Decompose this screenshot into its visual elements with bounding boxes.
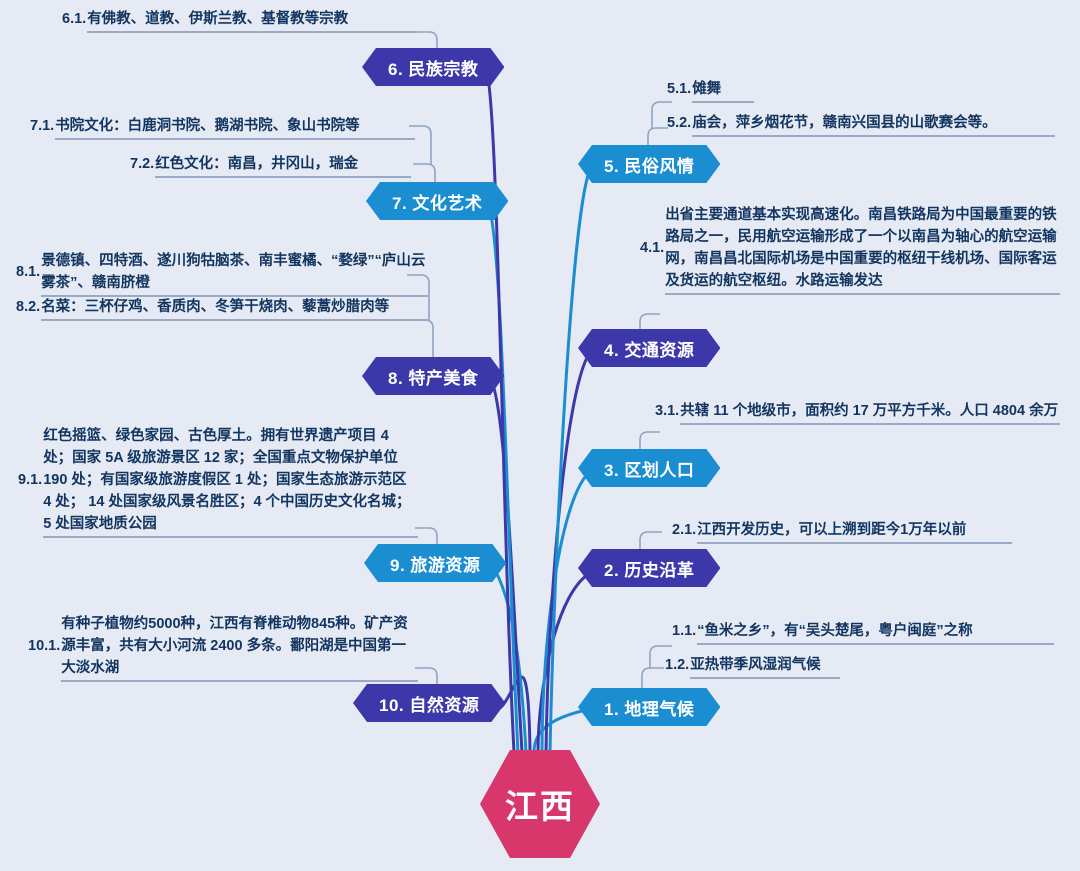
leaf-3-1: 3.1. 共辖 11 个地级市，面积约 17 万平方千米。人口 4804 余万 bbox=[655, 400, 1060, 425]
leaf-text: 出省主要通道基本实现高速化。南昌铁路局为中国最重要的铁路局之一，民用航空运输形成… bbox=[665, 207, 1057, 289]
leaf-text: 景德镇、四特酒、遂川狗牯脑茶、南丰蜜橘、“婺绿”“庐山云雾茶”、赣南脐橙 bbox=[41, 253, 426, 291]
leaf-7-1: 7.1. 书院文化：白鹿洞书院、鹅湖书院、象山书院等 bbox=[30, 115, 415, 140]
leaf-number: 7.1. bbox=[30, 118, 55, 134]
node-7-wenhua-yishu[interactable]: 7. 文化艺术 bbox=[366, 182, 508, 220]
node-4-jiaotong-ziyuan[interactable]: 4. 交通资源 bbox=[578, 329, 720, 367]
leaf-text: 亚热带季风湿润气候 bbox=[690, 657, 821, 673]
leaf-5-1: 5.1. 傩舞 bbox=[667, 78, 787, 103]
leaf-underline bbox=[692, 135, 1055, 137]
leaf-underline bbox=[680, 423, 1060, 425]
leaf-text: 庙会，萍乡烟花节，赣南兴国县的山歌赛会等。 bbox=[692, 115, 997, 131]
leaf-number: 5.2. bbox=[667, 115, 692, 131]
leaf-number: 10.1. bbox=[28, 638, 61, 654]
node-9-lvyou-ziyuan[interactable]: 9. 旅游资源 bbox=[364, 544, 506, 582]
leaf-text: 江西开发历史，可以上溯到距今1万年以前 bbox=[697, 522, 967, 538]
leaf-text: 有种子植物约5000种，江西有脊椎动物845种。矿产资源丰富，共有大小河流 24… bbox=[61, 616, 408, 676]
node-6-minzu-zongjiao[interactable]: 6. 民族宗教 bbox=[362, 48, 504, 86]
leaf-4-1: 4.1. 出省主要通道基本实现高速化。南昌铁路局为中国最重要的铁路局之一，民用航… bbox=[640, 204, 1060, 295]
leaf-underline bbox=[155, 176, 411, 178]
leaf-number: 2.1. bbox=[672, 522, 697, 538]
leaf-number: 8.1. bbox=[16, 264, 41, 280]
leaf-1-2: 1.2. 亚热带季风湿润气候 bbox=[665, 654, 865, 679]
leaf-underline bbox=[43, 536, 418, 538]
leaf-text: 共辖 11 个地级市，面积约 17 万平方千米。人口 4804 余万 bbox=[680, 403, 1059, 419]
leaf-underline bbox=[41, 319, 428, 321]
leaf-underline bbox=[697, 643, 1054, 645]
leaf-text: “鱼米之乡”，有“吴头楚尾，粤户闽庭”之称 bbox=[697, 623, 973, 639]
leaf-text: 有佛教、道教、伊斯兰教、基督教等宗教 bbox=[87, 11, 349, 27]
leaf-underline bbox=[697, 542, 1012, 544]
node-8-techan-meishi[interactable]: 8. 特产美食 bbox=[362, 357, 504, 395]
leaf-underline bbox=[692, 101, 755, 103]
leaf-underline bbox=[690, 677, 841, 679]
leaf-8-1: 8.1. 景德镇、四特酒、遂川狗牯脑茶、南丰蜜橘、“婺绿”“庐山云雾茶”、赣南脐… bbox=[16, 250, 428, 297]
leaf-underline bbox=[41, 295, 428, 297]
leaf-8-2: 8.2. 名菜：三杯仔鸡、香质肉、冬笋干烧肉、藜蒿炒腊肉等 bbox=[16, 296, 428, 321]
leaf-text: 红色摇篮、绿色家园、古色厚土。拥有世界遗产项目 4 处；国家 5A 级旅游景区 … bbox=[43, 428, 411, 532]
leaf-number: 4.1. bbox=[640, 240, 665, 256]
leaf-text: 红色文化：南昌，井冈山，瑞金 bbox=[155, 156, 359, 172]
leaf-2-1: 2.1. 江西开发历史，可以上溯到距今1万年以前 bbox=[672, 519, 1012, 544]
node-2-lishi-yange[interactable]: 2. 历史沿革 bbox=[578, 549, 720, 587]
leaf-10-1: 10.1. 有种子植物约5000种，江西有脊椎动物845种。矿产资源丰富，共有大… bbox=[28, 613, 418, 682]
leaf-underline bbox=[55, 138, 415, 140]
leaf-number: 7.2. bbox=[130, 156, 155, 172]
leaf-text: 傩舞 bbox=[692, 81, 722, 97]
leaf-number: 5.1. bbox=[667, 81, 692, 97]
center-node-jiangxi[interactable]: 江西 bbox=[480, 750, 600, 858]
leaf-number: 9.1. bbox=[18, 472, 43, 488]
leaf-6-1: 6.1. 有佛教、道教、伊斯兰教、基督教等宗教 bbox=[62, 8, 417, 33]
leaf-text: 名菜：三杯仔鸡、香质肉、冬笋干烧肉、藜蒿炒腊肉等 bbox=[41, 299, 390, 315]
leaf-underline bbox=[61, 680, 418, 682]
leaf-5-2: 5.2. 庙会，萍乡烟花节，赣南兴国县的山歌赛会等。 bbox=[667, 112, 1055, 137]
leaf-number: 1.2. bbox=[665, 657, 690, 673]
leaf-number: 6.1. bbox=[62, 11, 87, 27]
leaf-1-1: 1.1. “鱼米之乡”，有“吴头楚尾，粤户闽庭”之称 bbox=[672, 620, 1054, 645]
leaf-number: 8.2. bbox=[16, 299, 41, 315]
leaf-number: 1.1. bbox=[672, 623, 697, 639]
leaf-underline bbox=[665, 293, 1060, 295]
node-10-ziran-ziyuan[interactable]: 10. 自然资源 bbox=[353, 684, 505, 722]
node-1-dili-qihou[interactable]: 1. 地理气候 bbox=[578, 688, 720, 726]
leaf-9-1: 9.1. 红色摇篮、绿色家园、古色厚土。拥有世界遗产项目 4 处；国家 5A 级… bbox=[18, 425, 418, 538]
node-3-quhua-renkou[interactable]: 3. 区划人口 bbox=[578, 449, 720, 487]
leaf-7-2: 7.2. 红色文化：南昌，井冈山，瑞金 bbox=[130, 153, 411, 178]
leaf-text: 书院文化：白鹿洞书院、鹅湖书院、象山书院等 bbox=[55, 118, 360, 134]
node-5-minsu-fengqing[interactable]: 5. 民俗风情 bbox=[578, 145, 720, 183]
leaf-underline bbox=[87, 31, 417, 33]
leaf-number: 3.1. bbox=[655, 403, 680, 419]
